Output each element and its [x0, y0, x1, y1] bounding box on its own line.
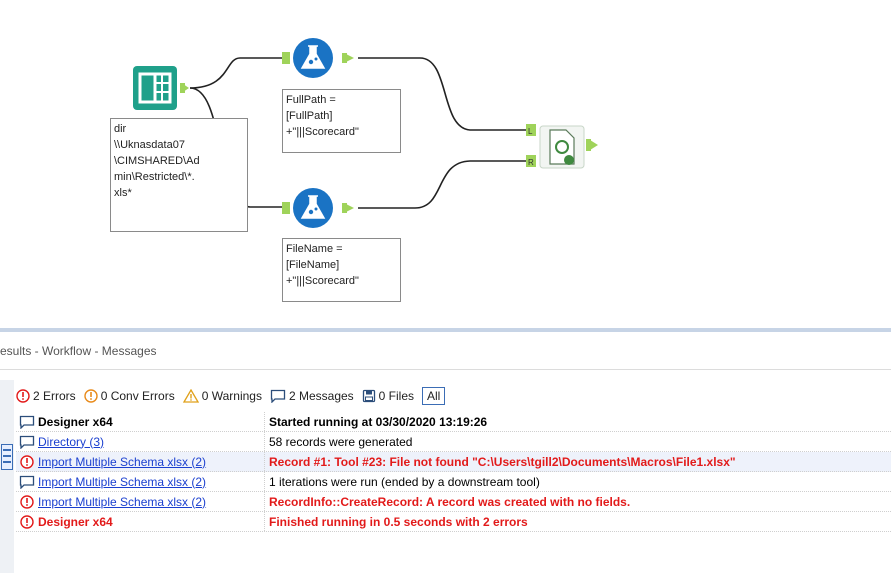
filter-errors-label: 2 Errors: [33, 389, 76, 403]
row-message: Record #1: Tool #23: File not found "C:\…: [269, 454, 736, 469]
filter-files-label: 0 Files: [378, 389, 415, 403]
results-filter-bar: 2 Errors 0 Conv Errors 0 Warnings 2 Mess…: [16, 386, 453, 406]
workflow-canvas[interactable]: L R dir \\Uknasdata07 \CIMSHARED\Ad min\…: [0, 0, 891, 328]
speech-bubble-icon: [19, 415, 35, 429]
conv-error-circle-icon: [83, 389, 98, 403]
messages-table: Designer x64 Started running at 03/30/20…: [16, 412, 891, 532]
macro-input-right-label: R: [528, 158, 534, 167]
row-tool-link[interactable]: Directory (3): [38, 434, 105, 449]
row-message: 1 iterations were run (ended by a downst…: [269, 474, 540, 489]
filter-messages-label: 2 Messages: [288, 389, 354, 403]
results-side-bar: [0, 380, 14, 573]
filter-errors-button[interactable]: 2 Errors: [16, 389, 76, 403]
layout-toggle-icon[interactable]: [1, 444, 13, 470]
filter-conv-errors-button[interactable]: 0 Conv Errors: [83, 389, 175, 403]
table-row[interactable]: Import Multiple Schema xlsx (2) 1 iterat…: [16, 472, 891, 492]
filter-warnings-label: 0 Warnings: [201, 389, 262, 403]
formula-top-annotation: FullPath = [FullPath] +"|||Scorecard": [282, 89, 401, 153]
row-message: Finished running in 0.5 seconds with 2 e…: [269, 514, 528, 529]
error-circle-icon: [20, 514, 34, 529]
error-circle-icon: [20, 494, 34, 509]
save-disk-icon: [362, 389, 375, 403]
speech-bubble-icon: [270, 389, 286, 403]
formula-bottom-annotation: FileName = [FileName] +"|||Scorecard": [282, 238, 401, 302]
results-panel-title: esults - Workflow - Messages: [0, 344, 157, 358]
directory-tool[interactable]: [131, 64, 193, 116]
macro-input-left-label: L: [528, 127, 533, 136]
table-row[interactable]: Designer x64 Started running at 03/30/20…: [16, 412, 891, 432]
directory-annotation: dir \\Uknasdata07 \CIMSHARED\Ad min\Rest…: [110, 118, 248, 232]
error-circle-icon: [16, 389, 30, 403]
row-message: Started running at 03/30/2020 13:19:26: [269, 414, 488, 429]
speech-bubble-icon: [19, 475, 35, 489]
filter-warnings-button[interactable]: 0 Warnings: [182, 389, 262, 403]
filter-messages-button[interactable]: 2 Messages: [270, 389, 354, 403]
macro-tool[interactable]: L R: [524, 120, 604, 174]
table-row[interactable]: Designer x64 Finished running in 0.5 sec…: [16, 512, 891, 532]
speech-bubble-icon: [19, 435, 35, 449]
row-message: 58 records were generated: [269, 434, 413, 449]
table-row[interactable]: Directory (3) 58 records were generated: [16, 432, 891, 452]
row-tool-link[interactable]: Import Multiple Schema xlsx (2): [38, 494, 207, 509]
row-message: RecordInfo::CreateRecord: A record was c…: [269, 494, 631, 509]
warning-triangle-icon: [182, 389, 199, 403]
error-circle-icon: [20, 454, 34, 469]
row-tool: Designer x64: [38, 514, 113, 529]
results-panel: esults - Workflow - Messages 2 Errors 0 …: [0, 332, 891, 573]
formula-tool-top[interactable]: [280, 36, 362, 82]
row-tool: Designer x64: [38, 414, 113, 429]
formula-tool-bottom[interactable]: [280, 186, 362, 232]
results-title-separator: [0, 369, 891, 370]
row-tool-link[interactable]: Import Multiple Schema xlsx (2): [38, 454, 207, 469]
row-tool-link[interactable]: Import Multiple Schema xlsx (2): [38, 474, 207, 489]
table-row[interactable]: Import Multiple Schema xlsx (2) Record #…: [16, 452, 891, 472]
table-row[interactable]: Import Multiple Schema xlsx (2) RecordIn…: [16, 492, 891, 512]
filter-files-button[interactable]: 0 Files: [362, 389, 414, 403]
filter-all-button[interactable]: All: [422, 387, 446, 405]
filter-conv-errors-label: 0 Conv Errors: [100, 389, 175, 403]
panel-divider[interactable]: [0, 328, 891, 332]
